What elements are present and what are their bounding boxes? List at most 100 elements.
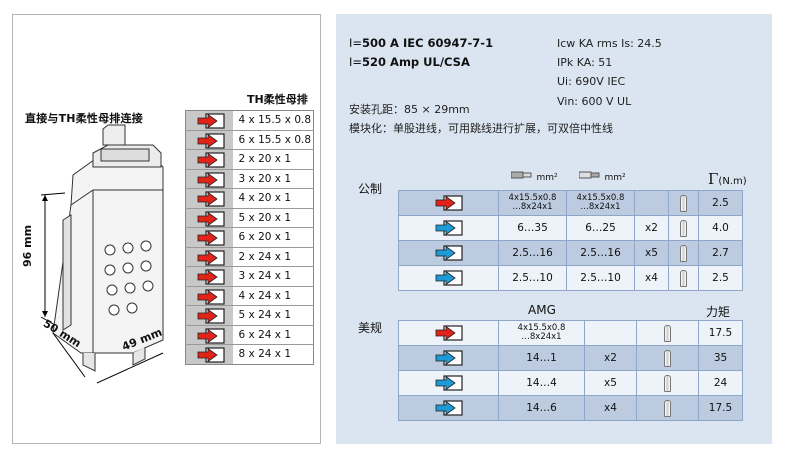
blue-arrow-icon xyxy=(435,220,463,236)
terminal-icon xyxy=(680,194,687,212)
busbar-size: 4 x 15.5 x 0.8 xyxy=(232,110,314,131)
busbar-icon-cell xyxy=(185,208,233,228)
busbar-row: 6 x 15.5 x 0.8 xyxy=(185,130,314,150)
dimension-height: 96 mm xyxy=(21,224,34,267)
busbar-icon-cell xyxy=(185,325,233,345)
rating-iec: I=500 A IEC 60947-7-1 xyxy=(349,36,494,50)
us-title: 美规 xyxy=(358,321,383,335)
busbar-row: 4 x 15.5 x 0.8 xyxy=(185,110,314,131)
red-arrow-icon xyxy=(197,249,225,266)
connection-icon-cell xyxy=(398,240,499,266)
cylinder-icon-cell xyxy=(668,265,699,291)
connection-icon-cell xyxy=(398,345,499,371)
cylinder-icon-cell xyxy=(636,320,699,346)
busbar-icon-cell xyxy=(185,169,233,189)
busbar-size: 5 x 24 x 1 xyxy=(232,305,314,326)
busbar-size: 6 x 20 x 1 xyxy=(232,227,314,248)
cylinder-icon-cell xyxy=(668,190,699,216)
red-arrow-icon xyxy=(197,132,225,149)
busbar-row: 8 x 24 x 1 xyxy=(185,344,314,364)
busbar-icon-cell xyxy=(185,110,233,131)
connection-icon-cell xyxy=(398,370,499,396)
red-arrow-icon xyxy=(197,210,225,227)
connection-icon-cell xyxy=(398,265,499,291)
terminal-icon xyxy=(664,399,671,417)
modular-note: 模块化：单股进线，可用跳线进行扩展，可双倍中性线 xyxy=(349,122,613,135)
us-row: 4x15.5x0.8…8x24x1 17.5 xyxy=(398,320,743,346)
busbar-title: TH柔性母排 xyxy=(247,93,308,106)
ipk-value: IPk KA: 51 xyxy=(557,56,613,69)
torque-value: 24 xyxy=(698,370,743,396)
multiplier: x4 xyxy=(584,395,637,421)
busbar-icon-cell xyxy=(185,227,233,248)
busbar-size: 4 x 24 x 1 xyxy=(232,286,314,306)
torque-value: 17.5 xyxy=(698,320,743,346)
cylinder-icon-cell xyxy=(668,215,699,241)
connection-icon-cell xyxy=(398,190,499,216)
red-arrow-icon xyxy=(197,113,225,129)
busbar-size: 5 x 20 x 1 xyxy=(232,208,314,228)
metric-title: 公制 xyxy=(358,182,383,196)
busbar-row: 6 x 20 x 1 xyxy=(185,227,314,248)
cylinder-icon-cell xyxy=(636,395,699,421)
red-arrow-icon xyxy=(197,230,225,246)
cylinder-icon-cell xyxy=(668,240,699,266)
busbar-icon-cell xyxy=(185,286,233,306)
blue-arrow-icon xyxy=(435,375,463,391)
torque-value: 2.5 xyxy=(698,265,743,291)
multiplier: x5 xyxy=(584,370,637,396)
distribution-block-drawing xyxy=(40,124,164,384)
multiplier: x2 xyxy=(584,345,637,371)
terminal-icon xyxy=(680,219,687,237)
terminal-icon xyxy=(664,324,671,342)
connection-caption: 直接与TH柔性母排连接 xyxy=(25,112,143,125)
red-arrow-icon xyxy=(197,347,225,363)
terminal-icon xyxy=(664,349,671,367)
busbar-size: 4 x 20 x 1 xyxy=(232,188,314,209)
cross-section-b: 2.5…10 xyxy=(566,265,635,291)
connection-icon-cell xyxy=(398,320,499,346)
busbar-row: 2 x 24 x 1 xyxy=(185,247,314,267)
spec-panel: I=500 A IEC 60947-7-1 I=520 Amp UL/CSA I… xyxy=(336,14,772,444)
red-arrow-icon xyxy=(197,269,225,285)
busbar-row: 5 x 20 x 1 xyxy=(185,208,314,228)
busbar-icon-cell xyxy=(185,305,233,326)
busbar-row: 3 x 24 x 1 xyxy=(185,266,314,287)
busbar-row: 4 x 20 x 1 xyxy=(185,188,314,209)
busbar-icon-cell xyxy=(185,188,233,209)
multiplier: x4 xyxy=(634,265,669,291)
awg-range: 14…4 xyxy=(498,370,585,396)
multiplier xyxy=(584,320,637,346)
icw-value: Icw KA rms Is: 24.5 xyxy=(557,37,662,50)
ferrule-icon xyxy=(578,171,600,179)
red-arrow-icon xyxy=(197,308,225,324)
mounting-spacing: 安装孔距：85 × 29mm xyxy=(349,103,470,116)
busbar-row: 2 x 20 x 1 xyxy=(185,149,314,170)
cross-section-a: 2.5…16 xyxy=(498,240,567,266)
terminal-icon xyxy=(664,374,671,392)
red-arrow-icon xyxy=(435,195,463,211)
cross-section-a: 6…35 xyxy=(498,215,567,241)
connection-icon-cell xyxy=(398,215,499,241)
connection-icon-cell xyxy=(398,395,499,421)
red-arrow-icon xyxy=(435,325,463,341)
vin-value: Vin: 600 V UL xyxy=(557,95,632,108)
awg-range: 14…1 xyxy=(498,345,585,371)
red-arrow-icon xyxy=(197,171,225,188)
awg-range: 4x15.5x0.8…8x24x1 xyxy=(498,320,585,346)
busbar-size: 8 x 24 x 1 xyxy=(232,344,314,364)
terminal-icon xyxy=(680,269,687,287)
cross-section-a: 4x15.5x0.8…8x24x1 xyxy=(498,190,567,216)
busbar-size: 3 x 24 x 1 xyxy=(232,266,314,287)
cross-section-b: 2.5…16 xyxy=(566,240,635,266)
busbar-row: 3 x 20 x 1 xyxy=(185,169,314,189)
busbar-icon-cell xyxy=(185,247,233,267)
